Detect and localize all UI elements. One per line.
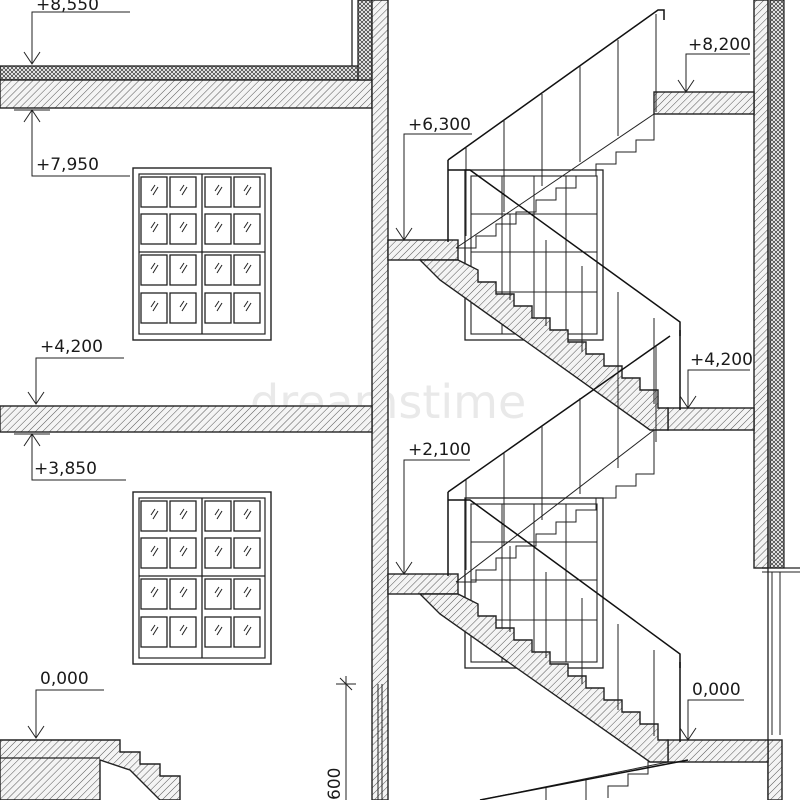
level-label-0000-left: 0,000 (40, 669, 89, 689)
window-lower (132, 491, 272, 665)
level-marker-0000-left: 0,000 (27, 669, 104, 739)
level-marker-+8200: +8,200 (677, 35, 751, 93)
landing-+6300 (387, 239, 459, 261)
dimension-label-600: 600 (325, 768, 345, 800)
landing-+4200 (667, 407, 755, 431)
level-label-+8550: +8,550 (36, 0, 99, 15)
handrail-upper (447, 9, 681, 410)
dimension-line-600: 600 (325, 676, 383, 800)
landing-0000 (667, 739, 769, 763)
level-label-+2100: +2,100 (408, 440, 471, 460)
level-marker-+3850: +3,850 (14, 433, 126, 481)
stair-core-wall (371, 0, 389, 800)
level-marker-+2100: +2,100 (395, 440, 471, 575)
level-marker-+4200-left: +4,200 (27, 337, 124, 405)
level-label-0000-stair: 0,000 (692, 680, 741, 700)
landing-+2100 (387, 573, 459, 595)
level-marker-+8550: +8,550 (23, 0, 130, 65)
level-marker-+7,950: +7,950 (14, 109, 130, 177)
level-label-+8200: +8,200 (688, 35, 751, 55)
stair-flight-3 (418, 593, 669, 763)
level-label-+6300: +6,300 (408, 115, 471, 135)
level-label-+7950: +7,950 (36, 155, 99, 175)
floor-slab-left (0, 405, 373, 433)
ground-slab-left (0, 739, 181, 800)
landing-+8200 (653, 91, 755, 115)
level-marker-+6300: +6,300 (395, 115, 472, 241)
right-exterior-wall (753, 0, 800, 800)
level-marker-+4200-stair: +4,200 (679, 350, 753, 409)
level-label-+3850: +3,850 (34, 459, 97, 479)
level-marker-0000-stair: 0,000 (679, 680, 744, 741)
window-upper (132, 167, 272, 341)
level-label-+4200-left: +4,200 (40, 337, 103, 357)
level-label-+4200-stair: +4,200 (690, 350, 753, 370)
stair-flight-4 (455, 429, 655, 583)
stair-flight-2 (455, 113, 655, 249)
stair-flight-1 (418, 259, 669, 431)
roof-slab (0, 0, 373, 109)
